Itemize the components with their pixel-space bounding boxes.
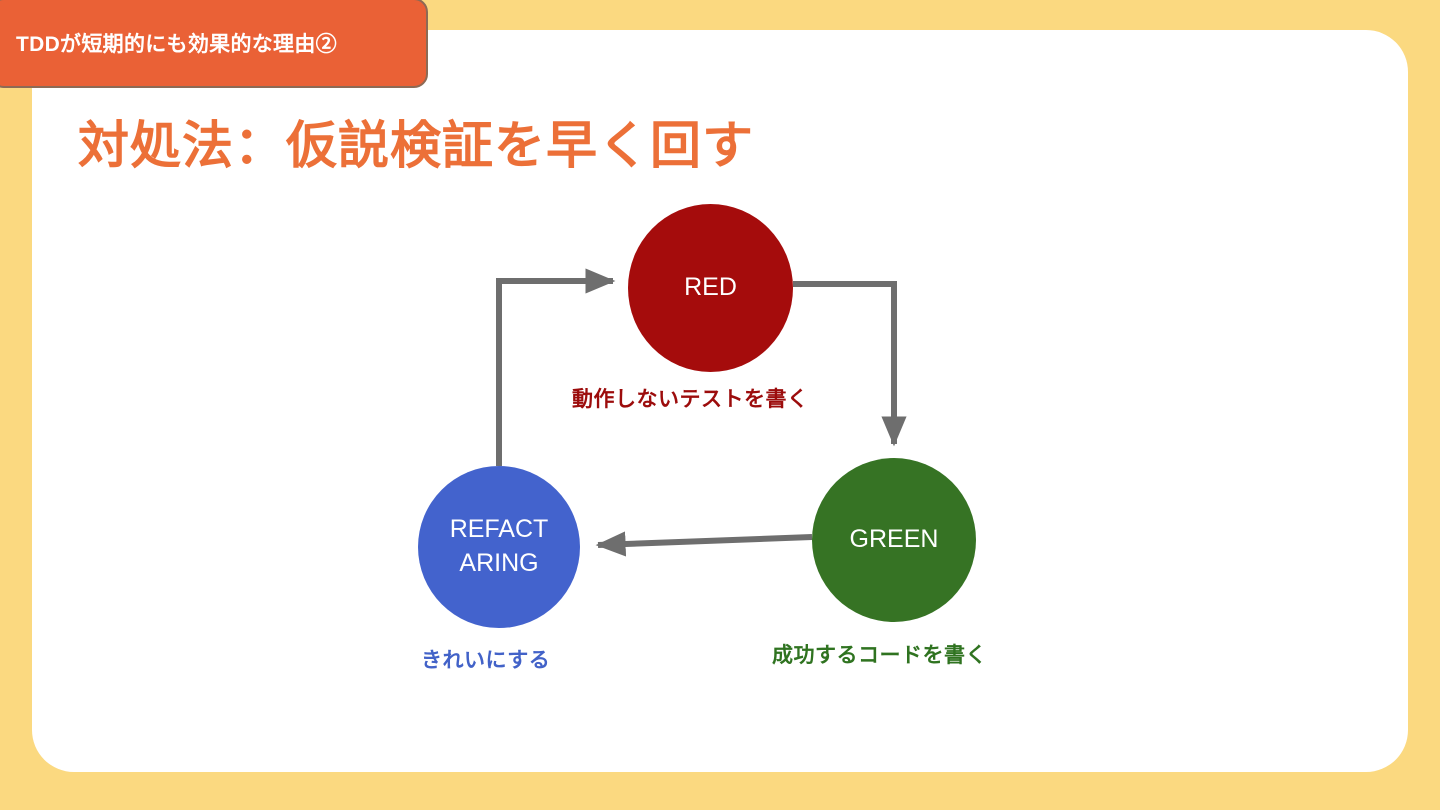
section-badge-label: TDDが短期的にも効果的な理由② bbox=[16, 33, 337, 56]
section-badge: TDDが短期的にも効果的な理由② bbox=[0, 0, 428, 88]
edge-red-to-green bbox=[793, 281, 907, 447]
node-refactoring-label: REFACT ARING bbox=[449, 515, 549, 577]
node-red-label: RED bbox=[684, 273, 737, 302]
slide-card bbox=[32, 30, 1408, 772]
node-refactoring[interactable]: REFACT ARING bbox=[418, 466, 580, 628]
edge-refactoring-to-red bbox=[496, 268, 616, 466]
caption-refactoring: きれいにする bbox=[421, 649, 551, 672]
page-title: 対処法：仮説検証を早く回す bbox=[78, 117, 755, 174]
node-red[interactable]: RED bbox=[628, 204, 793, 372]
caption-green: 成功するコードを書く bbox=[772, 644, 987, 667]
node-green-label: GREEN bbox=[849, 525, 939, 554]
edge-green-to-refactoring bbox=[595, 531, 813, 557]
node-green[interactable]: GREEN bbox=[812, 458, 976, 622]
caption-red: 動作しないテストを書く bbox=[572, 388, 809, 411]
